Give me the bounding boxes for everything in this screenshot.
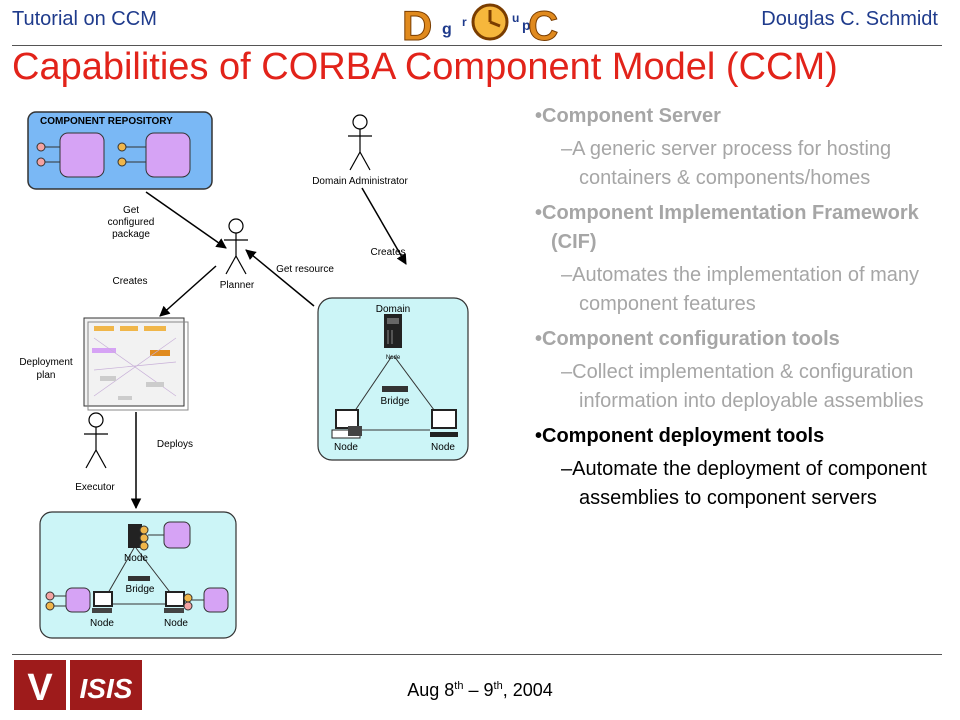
- bottom-bridge-label: Bridge: [126, 584, 155, 595]
- domain-creates-arrow: [361, 187, 407, 265]
- get-configured-label-3: package: [112, 229, 150, 240]
- get-configured-label-2: configured: [108, 217, 155, 228]
- plan-creates-arrow: [159, 265, 217, 317]
- bottom-node-top-label: Node: [124, 553, 148, 564]
- deployment-plan-label-2: plan: [37, 370, 56, 381]
- logo-letter-u: u: [512, 11, 519, 25]
- get-resource-arrow: [245, 249, 315, 307]
- domain-administrator-actor: [348, 114, 372, 171]
- node-right-label: Node: [431, 442, 455, 453]
- deployed-component-top: [163, 521, 191, 549]
- bullet-sub-component-server: –A generic server process for hosting co…: [561, 138, 892, 189]
- domain-box: Domain Node Bridge Node Node: [317, 297, 469, 461]
- deploys-label: Deploys: [157, 439, 193, 450]
- deployed-domain-box: Node Bridge Node Node: [39, 511, 237, 639]
- bridge-label: Bridge: [381, 396, 410, 407]
- deployed-computer-right: [164, 591, 193, 613]
- computer-icon-right: [430, 409, 458, 437]
- executor-actor: [84, 412, 108, 469]
- planner-label: Planner: [220, 280, 255, 291]
- clock-icon: [471, 3, 509, 41]
- page-title: Capabilities of CORBA Component Model (C…: [12, 46, 838, 88]
- get-resource-label: Get resource: [276, 264, 334, 275]
- deployed-bridge-icon: [128, 576, 150, 581]
- deployment-plan-label-1: Deployment: [19, 357, 73, 368]
- footer-divider: [12, 654, 942, 655]
- header-course-title: Tutorial on CCM: [12, 8, 157, 30]
- computer-icon-left: [331, 409, 362, 439]
- server-icon: [384, 314, 402, 348]
- capabilities-list: •Component Server –A generic server proc…: [535, 102, 940, 519]
- deployed-computer-left: [92, 591, 113, 613]
- bullet-heading-component-server: •Component Server: [535, 105, 721, 127]
- bullet-sub-cif: –Automates the implementation of many co…: [561, 264, 919, 315]
- logo-letter-r: r: [462, 15, 467, 29]
- ccm-deployment-diagram: COMPONENT REPOSITORY Domain Administrato…: [19, 111, 469, 639]
- logo-letter-c: C: [528, 2, 558, 46]
- bullet-heading-cif: •Component Implementation Framework (CIF…: [535, 202, 919, 253]
- bullet-heading-configuration-tools: •Component configuration tools: [535, 328, 840, 350]
- header-author: Douglas C. Schmidt: [761, 8, 938, 30]
- deployed-server-icon: [128, 524, 149, 551]
- component-repository: COMPONENT REPOSITORY: [27, 111, 213, 190]
- bullet-heading-deployment-tools: •Component deployment tools: [535, 425, 825, 447]
- repository-title: COMPONENT REPOSITORY: [40, 116, 173, 127]
- footer-date: Aug 8th – 9th, 2004: [407, 680, 553, 700]
- bridge-icon: [382, 386, 408, 392]
- bullet-sub-deployment-tools: –Automate the deployment of component as…: [561, 458, 927, 509]
- get-package-arrow: [145, 191, 227, 249]
- logo-letter-g: g: [442, 21, 452, 38]
- domain-administrator-label: Domain Administrator: [312, 176, 408, 187]
- header-divider: [12, 45, 942, 46]
- bottom-node-left-label: Node: [90, 618, 114, 629]
- vanderbilt-isis-logo: V ISIS: [14, 660, 142, 710]
- bottom-node-right-label: Node: [164, 618, 188, 629]
- deployed-component-right: [203, 587, 229, 613]
- deployment-plan-document: [83, 317, 189, 411]
- server-node-label: Node: [386, 355, 401, 361]
- creates-right-label: Creates: [370, 247, 405, 258]
- doc-group-logo: D g r u p C: [402, 2, 559, 47]
- executor-label: Executor: [75, 482, 115, 493]
- logo-v-letter: V: [27, 667, 53, 709]
- creates-left-label: Creates: [112, 276, 147, 287]
- logo-letter-d: D: [402, 2, 432, 46]
- logo-letter-p: p: [522, 17, 531, 33]
- node-left-label: Node: [334, 442, 358, 453]
- logo-isis-text: ISIS: [80, 673, 133, 704]
- get-configured-label-1: Get: [123, 205, 139, 216]
- bullet-sub-configuration-tools: –Collect implementation & configuration …: [561, 361, 924, 412]
- planner-actor: [224, 218, 248, 275]
- deployed-component-left: [65, 587, 91, 613]
- domain-label: Domain: [376, 304, 410, 315]
